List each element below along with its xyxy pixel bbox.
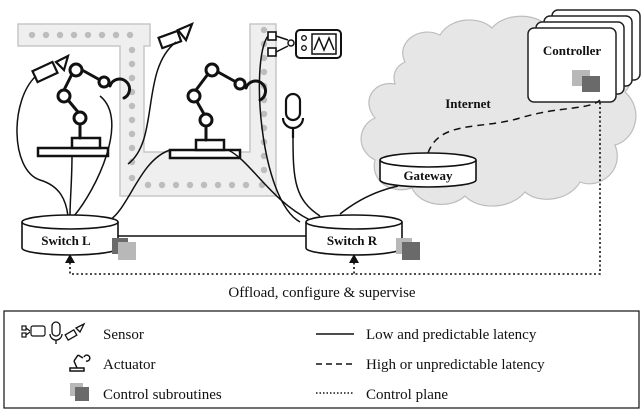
microphone-icon (49, 321, 63, 344)
camera-icon (31, 53, 70, 84)
switch-l-label: Switch L (41, 233, 91, 248)
robot-arm-icon (168, 62, 268, 160)
robot-arm-icon (69, 354, 91, 372)
legend-high-latency-label: High or unpredictable latency (366, 357, 545, 373)
camera-icon (64, 322, 86, 341)
control-plane-link (69, 100, 601, 275)
switch-r-label: Switch R (327, 233, 378, 248)
legend-box (3, 310, 640, 409)
legend-sensor-label: Sensor (103, 327, 144, 343)
microphone-icon (281, 92, 305, 138)
legend-actuator-label: Actuator (103, 357, 155, 373)
control-subroutines-icon (70, 383, 89, 401)
sensor-box-icon (267, 29, 342, 59)
robot-arm-icon (36, 62, 132, 158)
legend-low-latency-label: Low and predictable latency (366, 327, 537, 343)
low-latency-links-right (227, 35, 399, 223)
switch-l-subroutines-icon (112, 238, 136, 260)
switch-icon (21, 214, 119, 256)
high-latency-link (427, 99, 601, 154)
arrow-head-right (349, 254, 359, 263)
gateway-icon (379, 152, 477, 188)
arrow-head-left (65, 254, 75, 263)
conveyor-belt (17, 23, 277, 197)
switch-r-subroutines-icon (396, 238, 420, 260)
low-latency-links-left (16, 41, 177, 221)
gateway-label: Gateway (403, 168, 453, 183)
legend-subroutines-label: Control subroutines (103, 387, 222, 403)
controller-subroutines-icon (572, 70, 600, 92)
controller-label: Controller (543, 43, 601, 58)
sensor-legend-icon (21, 325, 46, 338)
internet-label: Internet (445, 96, 491, 111)
legend-control-plane-label: Control plane (366, 387, 448, 403)
camera-icon (157, 21, 194, 50)
caption: Offload, configure & supervise (228, 285, 416, 301)
